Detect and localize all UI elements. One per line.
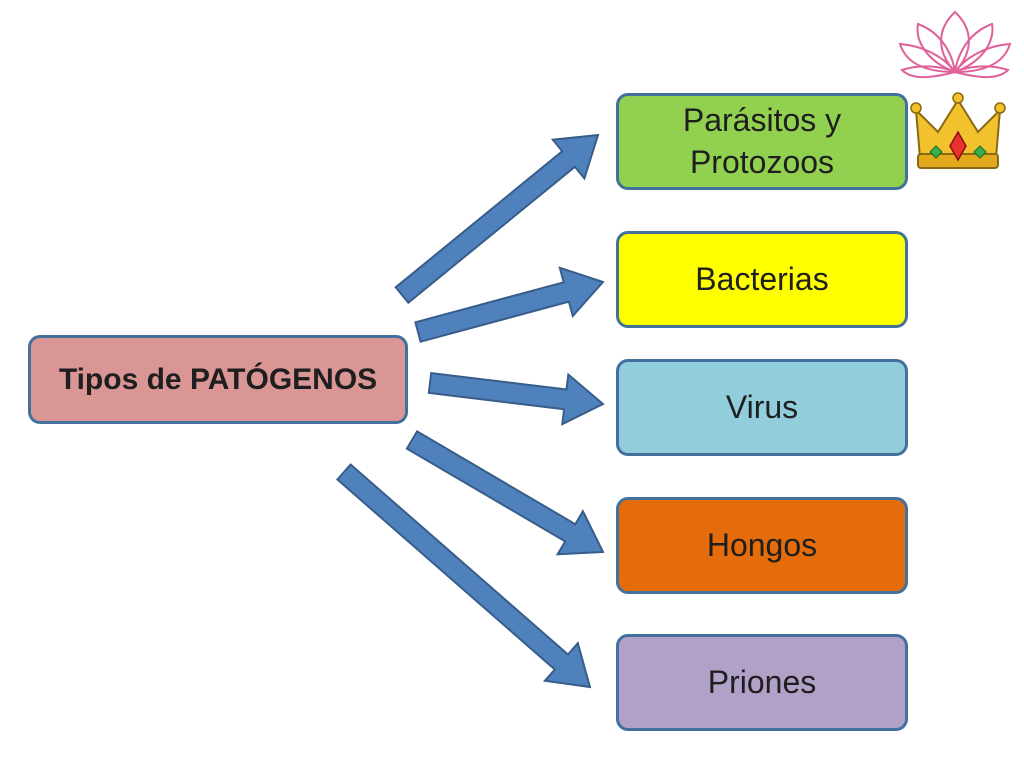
node-priones: Priones	[616, 634, 908, 731]
arrow-4	[405, 430, 605, 556]
node-label: Virus	[725, 388, 799, 425]
node-parasitos-protozoos: Parásitos y Protozoos	[616, 93, 908, 190]
node-label: Hongos	[706, 526, 818, 563]
node-label: Bacterias	[695, 260, 829, 297]
node-label: Priones	[707, 663, 817, 700]
node-virus: Virus	[616, 359, 908, 456]
root-node-label: Tipos de PATÓGENOS	[58, 363, 378, 396]
arrow-5	[335, 463, 592, 689]
node-bacterias: Bacterias	[616, 231, 908, 328]
arrow-2	[414, 266, 605, 343]
node-hongos: Hongos	[616, 497, 908, 594]
arrow-3	[427, 371, 605, 426]
root-node-box: Tipos de PATÓGENOS	[28, 335, 408, 424]
arrow-1	[394, 133, 600, 305]
node-label: Parásitos y Protozoos	[682, 101, 842, 180]
